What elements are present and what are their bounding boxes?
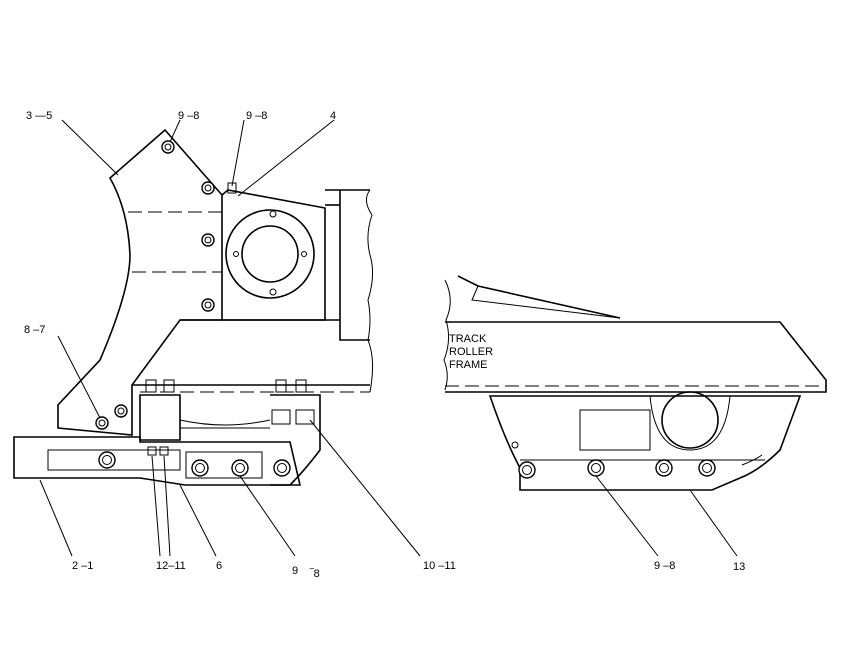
callout-3-5: 3 —5 [26, 110, 52, 122]
track-roller-frame-label: TRACK ROLLER FRAME [449, 333, 493, 371]
guard-bolts [518, 459, 716, 479]
lower-guard [488, 395, 802, 491]
callout-9-8c: 9 [292, 565, 298, 577]
callout-8-7: 8 –7 [24, 324, 45, 336]
callout-2-1: 2 –1 [72, 560, 93, 572]
callout-10-11: 10 –11 [423, 560, 456, 572]
plate-bolts [95, 140, 215, 430]
bearing-housing [225, 209, 315, 299]
svg-text:ROLLER: ROLLER [449, 346, 493, 358]
svg-text:TRACK: TRACK [449, 333, 487, 345]
callout-4: 4 [330, 110, 336, 122]
svg-text:FRAME: FRAME [449, 359, 488, 371]
callout-9-8d: 9 –8 [654, 560, 675, 572]
callout-6: 6 [216, 560, 222, 572]
callout-labels: 3 —5 9 –8 9 –8 4 8 –7 2 –1 12–11 6 9 ‾8 … [24, 110, 745, 580]
left-assembly [13, 128, 374, 486]
callout-9-8b: 9 –8 [246, 110, 267, 122]
callout-13: 13 [733, 561, 745, 573]
rail-bolts [98, 451, 291, 477]
callout-9-8a: 9 –8 [178, 110, 199, 122]
leader-lines [39, 119, 738, 557]
lower-rail [13, 436, 302, 486]
guard-plate [57, 128, 223, 436]
callout-9-8c-sub: ‾8 [309, 568, 320, 580]
callout-12-11: 12–11 [156, 560, 186, 572]
right-assembly: TRACK ROLLER FRAME [443, 275, 827, 491]
